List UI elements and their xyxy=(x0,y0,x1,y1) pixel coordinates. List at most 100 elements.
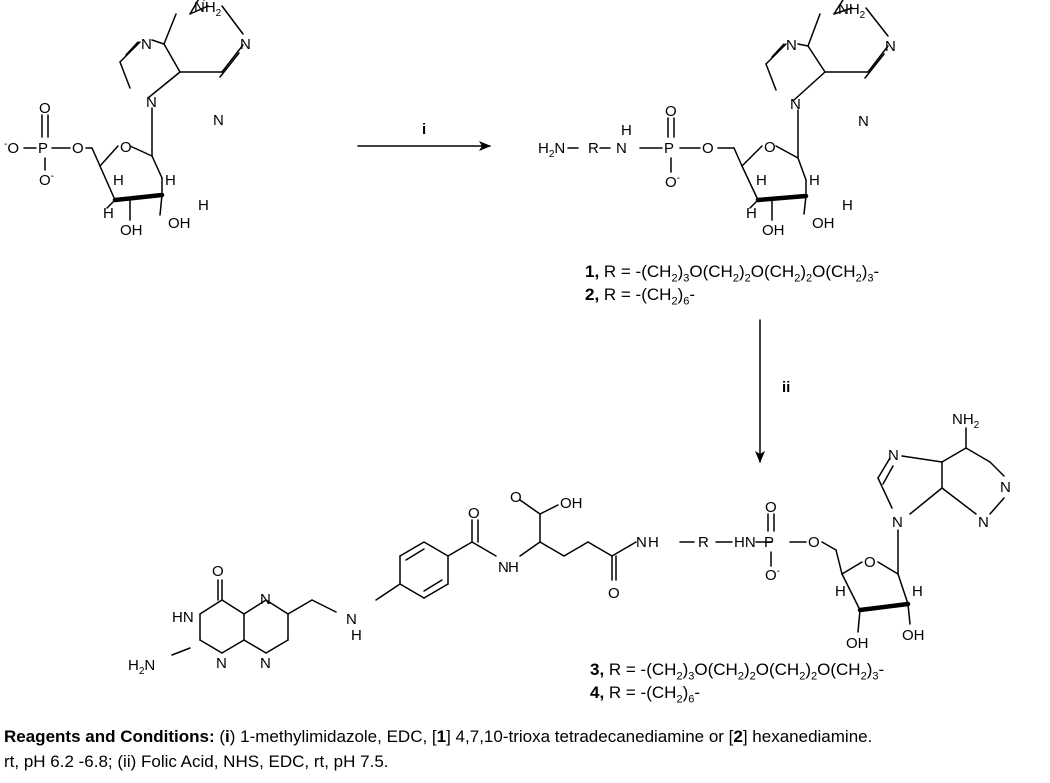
folate-conjugate xyxy=(171,427,1005,656)
aniline-h-label: H xyxy=(351,627,362,644)
pterin-h2n-label: H2N xyxy=(128,657,155,677)
h-label-b: H xyxy=(165,172,176,189)
amp-atom-labels: NH2 N N N N O O P O -O O- H H H H OH OH xyxy=(4,0,251,239)
h-label-3b: H xyxy=(912,583,923,600)
step-i-text-a: ) 1-methylimidazole, EDC, [ xyxy=(229,727,437,746)
compound-3-number: 3, xyxy=(590,660,605,679)
linker-n-label: N xyxy=(636,534,647,551)
n7-label: N xyxy=(141,36,152,53)
n1-label-2: N xyxy=(885,38,896,55)
phosphorus-label: P xyxy=(38,140,48,157)
step-i-text-c: ] hexanediamine. xyxy=(742,727,873,746)
amide-oxo-label: O xyxy=(468,505,480,522)
step-i-text-b: ] 4,7,10-trioxa tetradecanediamine or [ xyxy=(446,727,734,746)
compound-2-label: 2, R = -(CH2)6- xyxy=(585,285,695,307)
acid-oxo-label: O xyxy=(510,489,522,506)
h-label-2b: H xyxy=(809,172,820,189)
p-oxo-label-2: O xyxy=(665,103,677,120)
step-i-label: i xyxy=(422,121,426,138)
h-label-c: H xyxy=(103,205,114,222)
gamma-oxo-label: O xyxy=(608,585,620,602)
n3-label: N xyxy=(213,112,224,129)
hydroxyl-label-2b: OH xyxy=(812,215,835,232)
pterin-hn-label: HN xyxy=(172,609,194,626)
nh-h-label-2: H xyxy=(621,122,632,139)
phosphoramidate-product xyxy=(567,0,889,221)
n7-label-3: N xyxy=(888,447,899,464)
p-oxo-label: O xyxy=(39,100,51,117)
phosphorus-label-3: P xyxy=(764,534,774,551)
h-label-3a: H xyxy=(835,583,846,600)
compound-4-number: 4, xyxy=(590,683,605,702)
amino-label: NH2 xyxy=(194,0,222,19)
compound-3-label: 3, R = -(CH2)3O(CH2)2O(CH2)2O(CH2)3- xyxy=(590,660,884,682)
hydroxyl-label-3b: OH xyxy=(902,627,925,644)
compound-2-number: 2, xyxy=(585,285,600,304)
linker-r-label: R xyxy=(698,534,709,551)
compound-3-formula: R = -(CH2)3O(CH2)2O(CH2)2O(CH2)3- xyxy=(604,660,885,683)
step-ii-label: ii xyxy=(782,379,790,396)
amide-nh-label: N xyxy=(498,559,509,576)
ester-oxygen-label-3: O xyxy=(808,534,820,551)
compound-1-formula: R = -(CH2)3O(CH2)2O(CH2)2O(CH2)3- xyxy=(599,262,880,285)
n7-label-2: N xyxy=(786,37,797,54)
h-label-d: H xyxy=(198,197,209,214)
pterin-n5-label: N xyxy=(260,591,271,608)
phosphate-anion-label-3: O- xyxy=(765,566,780,584)
ring-oxygen-label-3: O xyxy=(864,554,876,571)
phosphorus-label-2: P xyxy=(664,140,674,157)
amino-label-2: NH2 xyxy=(838,1,866,21)
h-label-a: H xyxy=(113,172,124,189)
linker-nh-label: H xyxy=(648,534,659,551)
compound-4-formula: R = -(CH2)6- xyxy=(604,683,701,706)
compound-1-number: 1, xyxy=(585,262,600,281)
n3-label-2: N xyxy=(858,113,869,130)
phosphate-anion-label-left: -O xyxy=(4,139,19,157)
n1-label-3: N xyxy=(1000,479,1011,496)
hydroxyl-label-2a: OH xyxy=(762,222,785,239)
conditions-line-1: Reagents and Conditions: (i) 1-methylimi… xyxy=(4,727,873,746)
r-label-2: R xyxy=(588,140,599,157)
nh-label-2: N xyxy=(616,140,627,157)
reaction-scheme: NH2 N N N N O O P O -O O- H H H H OH OH … xyxy=(4,0,1011,677)
n9-label: N xyxy=(146,94,157,111)
amp-starting-material xyxy=(23,0,244,221)
n9-label-2: N xyxy=(790,96,801,113)
n9-label-3: N xyxy=(892,514,903,531)
linker-hn-label: HN xyxy=(734,534,756,551)
step-i-ref: i xyxy=(225,727,230,746)
hydroxyl-label-b: OH xyxy=(168,215,191,232)
ester-oxygen-label: O xyxy=(72,140,84,157)
compound-2-formula: R = -(CH2)6- xyxy=(599,285,696,308)
h-label-2c: H xyxy=(746,205,757,222)
hydroxyl-label-a: OH xyxy=(120,222,143,239)
ref-1: 1 xyxy=(436,727,447,746)
compound-1-label: 1, R = -(CH2)3O(CH2)2O(CH2)2O(CH2)3- xyxy=(585,262,879,284)
phosphate-anion-label-bottom: O- xyxy=(39,171,54,189)
amino-label-3: NH2 xyxy=(952,411,980,431)
product-atom-labels: NH2 N N N N O O P O O- N H R H2N H H H H… xyxy=(538,1,896,239)
ring-oxygen-label-2: O xyxy=(764,139,776,156)
ring-oxygen-label: O xyxy=(120,139,132,156)
pterin-n8-label: N xyxy=(260,655,271,672)
p-oxo-label-3: O xyxy=(765,499,777,516)
conjugate-atom-labels: O HN N N N H2N N H O N H O OH O H N R HN… xyxy=(128,411,1011,677)
amide-h-label: H xyxy=(508,559,519,576)
ester-oxygen-label-2: O xyxy=(702,140,714,157)
acid-oh-label: OH xyxy=(560,495,583,512)
n1-label: N xyxy=(240,36,251,53)
compound-4-label: 4, R = -(CH2)6- xyxy=(590,683,700,705)
n3-label-3: N xyxy=(978,514,989,531)
pterin-oxo-label: O xyxy=(212,563,224,580)
h-label-2a: H xyxy=(756,172,767,189)
conditions-heading: Reagents and Conditions: xyxy=(4,727,215,746)
ref-2: 2 xyxy=(733,727,743,746)
reagents-conditions: Reagents and Conditions: (i) 1-methylimi… xyxy=(4,724,1046,774)
phosphate-anion-label-2: O- xyxy=(665,173,680,191)
conditions-line-2: rt, pH 6.2 -6.8; (ii) Folic Acid, NHS, E… xyxy=(4,752,389,771)
h-label-2d: H xyxy=(842,197,853,214)
pterin-n1-label: N xyxy=(216,655,227,672)
aniline-n-label: N xyxy=(346,611,357,628)
hydroxyl-label-3a: OH xyxy=(846,635,869,652)
h2n-label-2: H2N xyxy=(538,140,565,160)
